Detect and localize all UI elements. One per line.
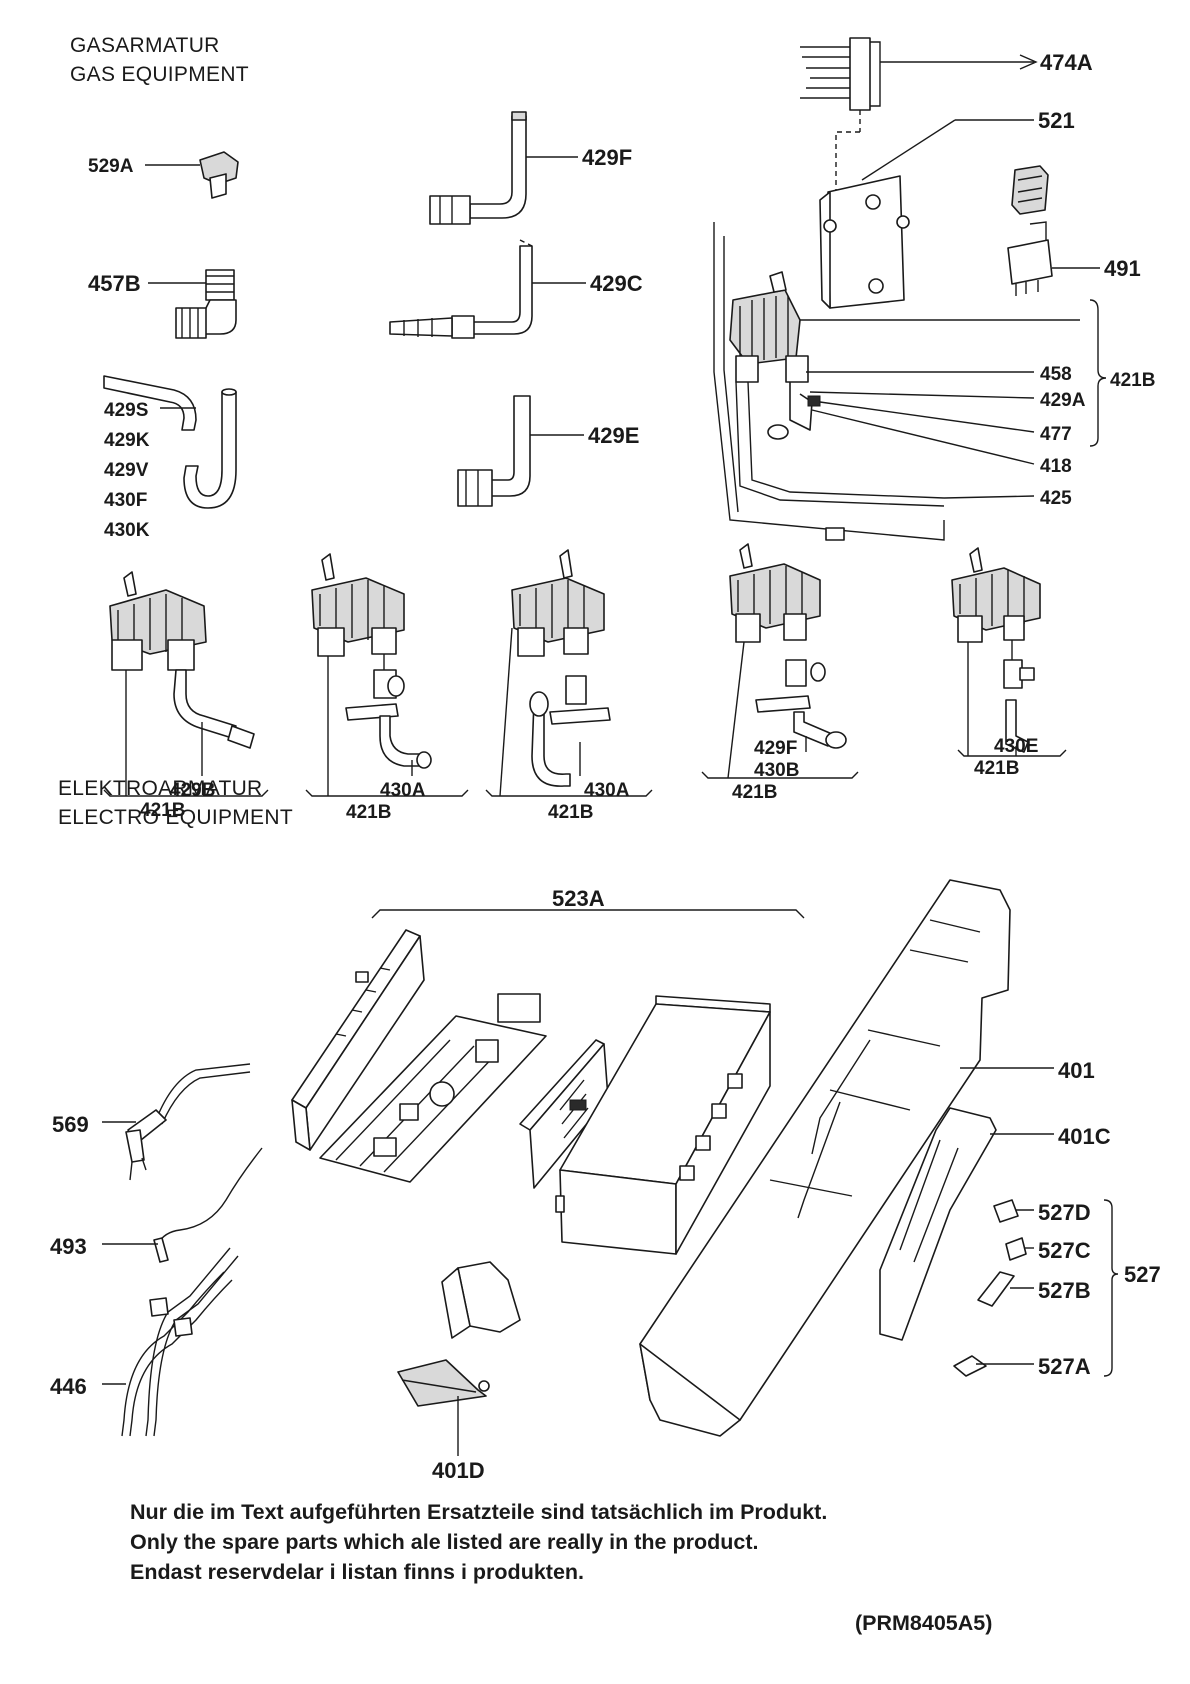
label-477: 477 (1040, 424, 1072, 445)
parts-notice: Nur die im Text aufgeführten Ersatzteile… (130, 1497, 827, 1587)
valve-variant-5 (951, 547, 1067, 757)
notice-line-en: Only the spare parts which ale listed ar… (130, 1530, 759, 1554)
drawing-reference: (PRM8405A5) (855, 1611, 993, 1635)
notice-line-sv: Endast reservdelar i listan finns i prod… (130, 1560, 585, 1584)
valve-variant-3 (485, 549, 653, 797)
gas-heading-de: GASARMATUR (70, 34, 220, 57)
wiring-harness-part (800, 37, 1038, 190)
power-cord-569-part (102, 1063, 251, 1181)
gas-heading-en: GAS EQUIPMENT (70, 63, 249, 86)
label-474A: 474A (1040, 50, 1093, 75)
label-529A: 529A (88, 156, 134, 177)
label-v1-421B: 421B (140, 800, 185, 821)
knob-527A (953, 1355, 1034, 1377)
valve-variant-4 (701, 543, 859, 779)
control-unit-assembly-523A (291, 909, 805, 1255)
bracket-401D-part (397, 1261, 521, 1456)
label-491: 491 (1104, 256, 1141, 281)
label-v4-429F: 429F (754, 738, 797, 759)
label-v5-430E: 430E (994, 736, 1038, 757)
label-401: 401 (1058, 1058, 1095, 1083)
label-v3-430A: 430A (584, 780, 630, 801)
bracket-527 (1103, 1199, 1119, 1377)
label-493: 493 (50, 1234, 87, 1259)
label-418: 418 (1040, 456, 1072, 477)
label-527A: 527A (1038, 1354, 1091, 1379)
label-v4-430B: 430B (754, 760, 799, 781)
label-446: 446 (50, 1374, 87, 1399)
label-430K: 430K (104, 520, 150, 541)
knob-527C (1005, 1237, 1034, 1261)
label-v5-421B: 421B (974, 758, 1019, 779)
label-521: 521 (1038, 108, 1075, 133)
valve-variant-1 (103, 571, 269, 797)
knob-527B (977, 1271, 1034, 1307)
control-box-part (819, 119, 1034, 309)
label-401D: 401D (432, 1458, 485, 1483)
bent-pipe-429C-part (389, 239, 586, 339)
flexible-hose-part (103, 375, 237, 509)
panel-cover-401C-part (879, 1107, 1054, 1341)
electro-heading-en: ELECTRO EQUIPMENT (58, 806, 293, 829)
label-v3-421B: 421B (548, 802, 593, 823)
bent-pipe-429F-part (429, 111, 578, 225)
notice-line-de: Nur die im Text aufgeführten Ersatzteile… (130, 1500, 828, 1524)
label-429V: 429V (104, 460, 149, 481)
label-527B: 527B (1038, 1278, 1091, 1303)
label-458: 458 (1040, 364, 1072, 385)
bent-pipe-429E-part (457, 395, 584, 507)
label-429S: 429S (104, 400, 148, 421)
knob-527D (993, 1199, 1034, 1223)
thermocouple-446-part (102, 1247, 239, 1437)
label-v2-430A: 430A (380, 780, 426, 801)
label-v2-421B: 421B (346, 802, 391, 823)
label-421B-group: 421B (1110, 370, 1155, 391)
sensor-493-part (102, 1147, 263, 1263)
label-527C: 527C (1038, 1238, 1091, 1263)
elbow-fitting-part (145, 151, 239, 199)
gas-section-heading: GASARMATUR GAS EQUIPMENT (70, 31, 249, 89)
valve-mount-assembly-part (713, 222, 1107, 541)
label-429E: 429E (588, 423, 639, 448)
label-429K: 429K (104, 430, 150, 451)
label-569: 569 (52, 1112, 89, 1137)
label-v4-421B: 421B (732, 782, 777, 803)
label-457B: 457B (88, 271, 141, 296)
label-527: 527 (1124, 1262, 1161, 1287)
label-523A: 523A (552, 886, 605, 911)
label-401C: 401C (1058, 1124, 1111, 1149)
valve-variant-2 (305, 553, 469, 797)
label-527D: 527D (1038, 1200, 1091, 1225)
label-429F: 429F (582, 145, 632, 170)
angle-connector-part (148, 269, 237, 339)
relay-part (1007, 165, 1100, 296)
label-425: 425 (1040, 488, 1072, 509)
front-panel-401-part (639, 879, 1054, 1437)
label-429A: 429A (1040, 390, 1086, 411)
label-v1-429B: 429B (170, 780, 215, 801)
label-429C: 429C (590, 271, 643, 296)
label-430F: 430F (104, 490, 147, 511)
